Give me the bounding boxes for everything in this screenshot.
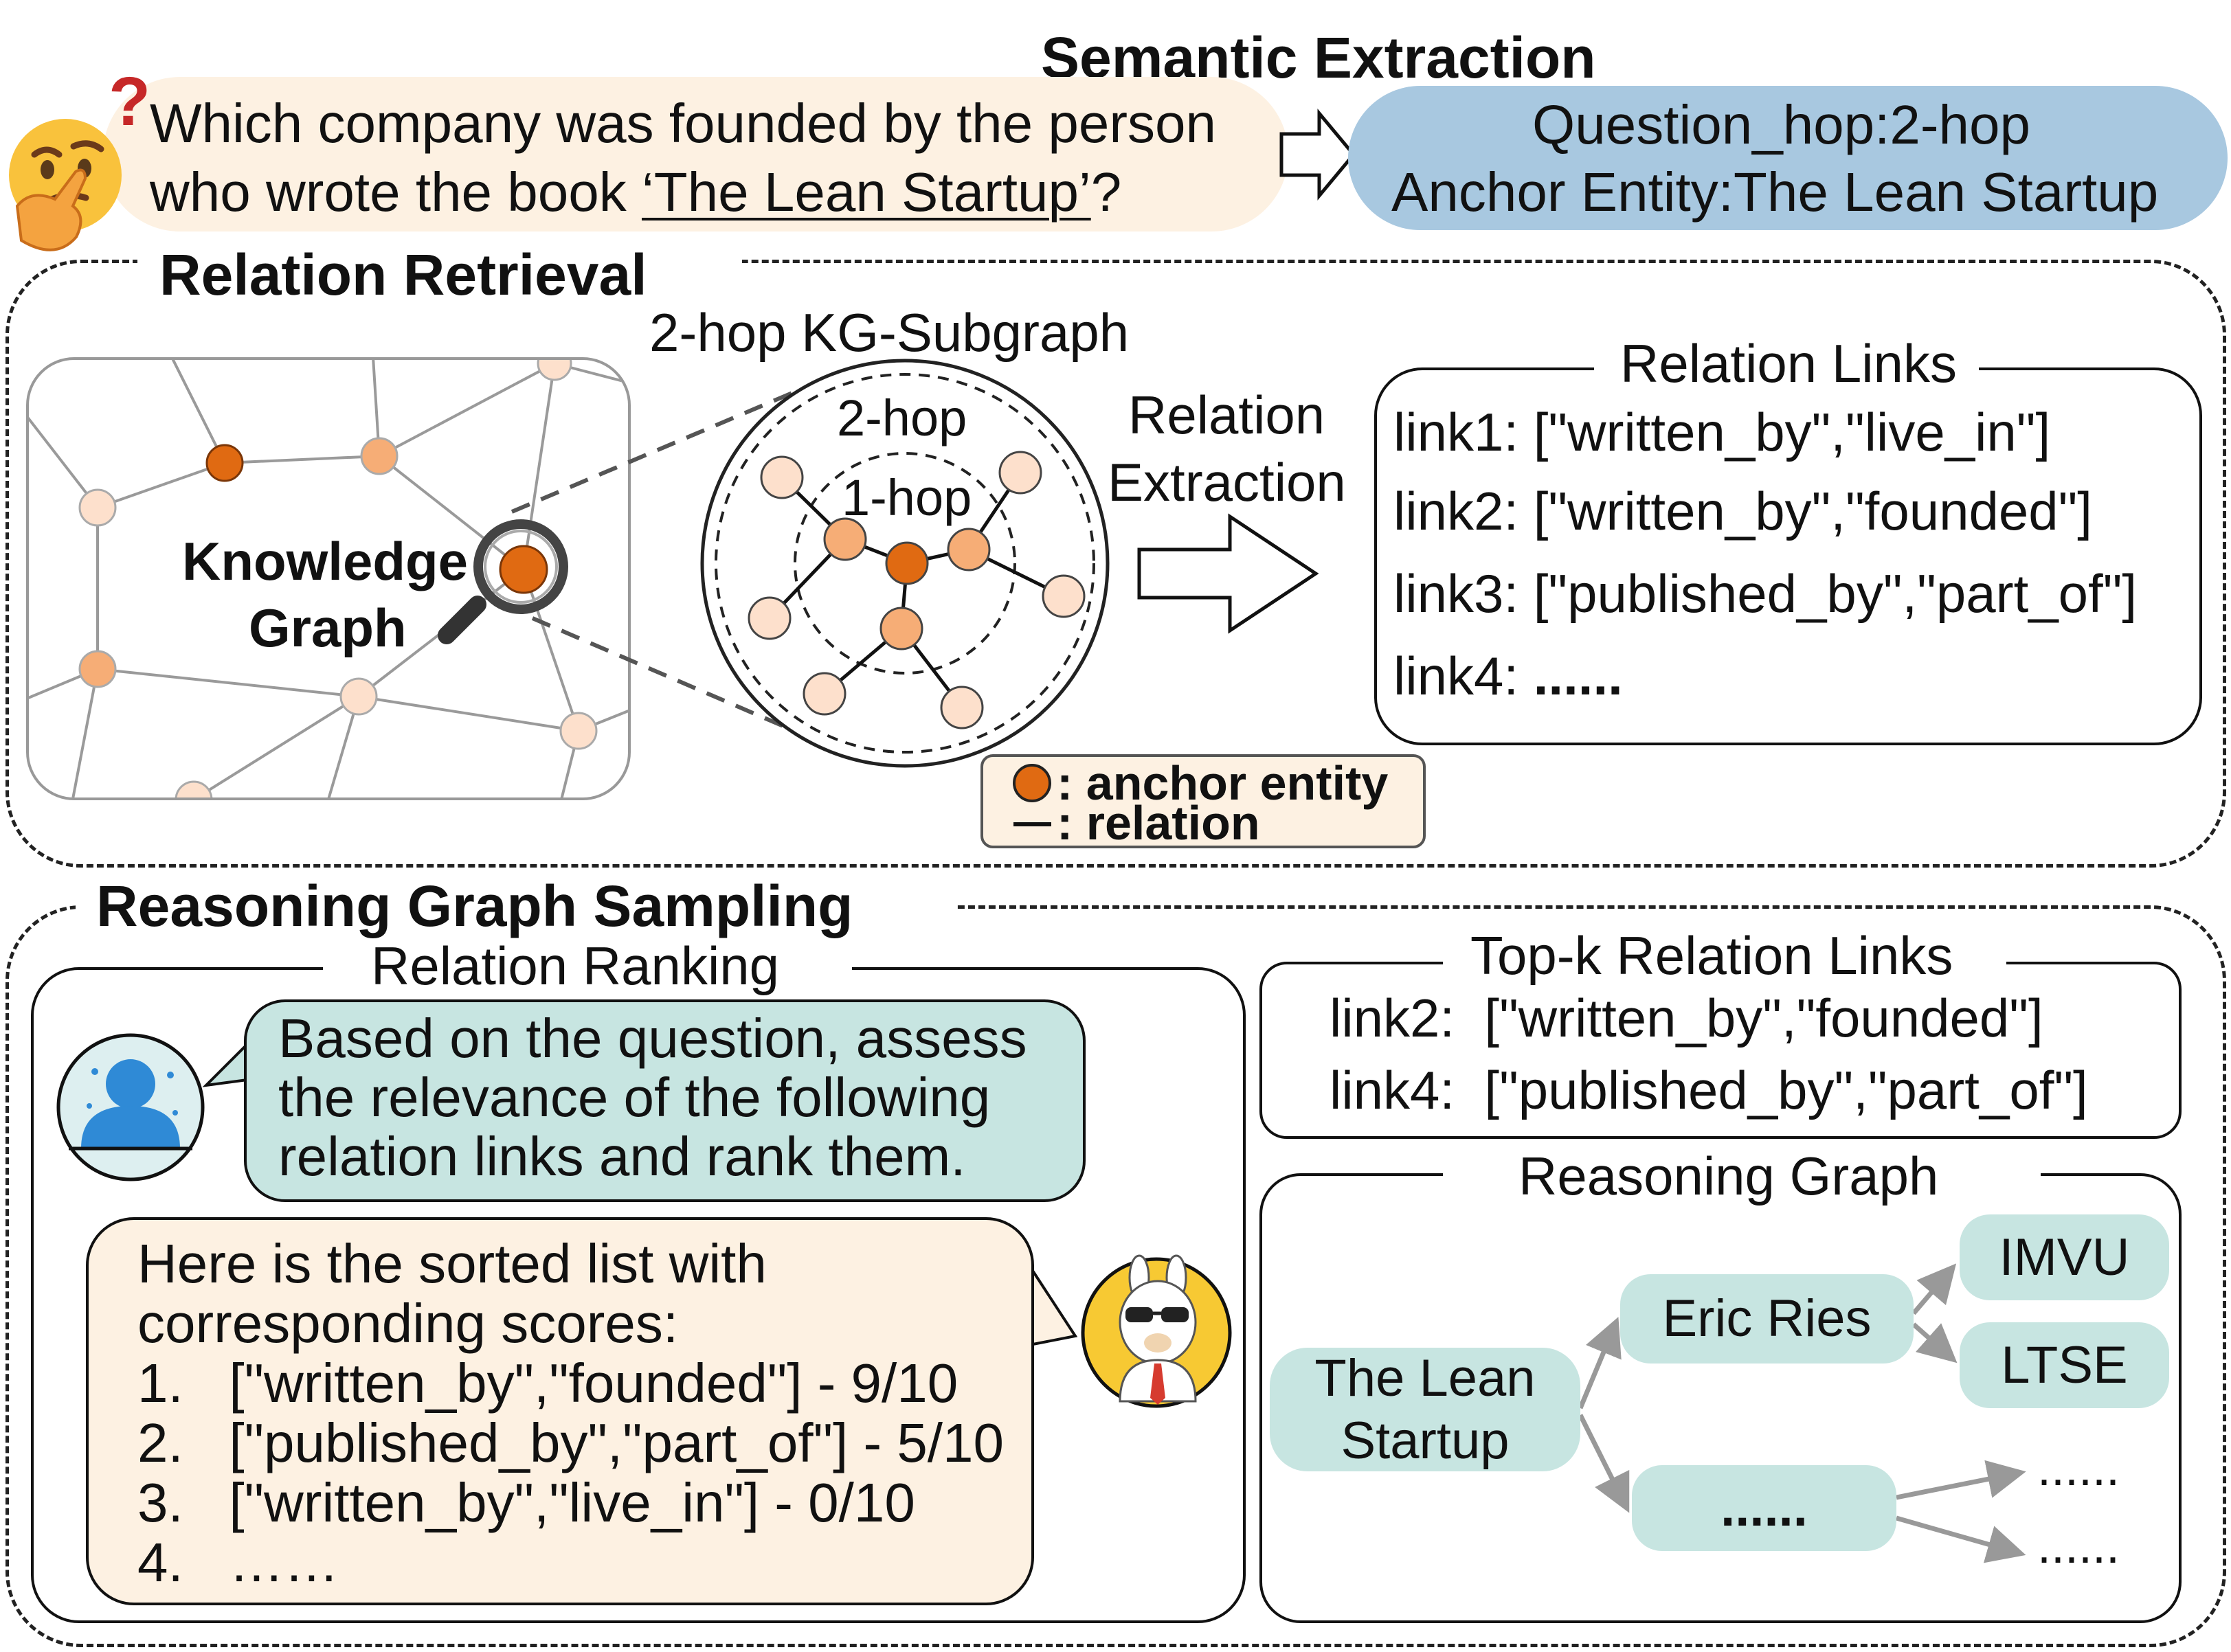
response-line-4: 2. ["published_by","part_of"] - 5/10	[137, 1412, 1005, 1473]
hop1-label: 1-hop	[842, 469, 972, 526]
response-line-6: 4. ……	[137, 1532, 339, 1593]
relation-retrieval-title-bg	[137, 240, 742, 295]
prompt-line-2: the relevance of the following	[278, 1067, 991, 1128]
relation-link-4-label: link4:	[1393, 646, 1534, 706]
reasoning-node-other: ......	[1632, 1465, 1896, 1551]
result-question-hop: Question_hop:2-hop	[1532, 94, 2030, 155]
legend-anchor-text: : anchor entity	[1057, 756, 1389, 810]
relation-ranking-title: Relation Ranking	[371, 936, 780, 996]
reasoning-node-the-lean-startup: The Lean Startup	[1270, 1348, 1580, 1471]
relation-retrieval-section	[5, 260, 2226, 868]
question-book-title: ‘The Lean Startup’	[641, 161, 1091, 223]
subgraph-title: 2-hop KG-Subgraph	[649, 302, 1130, 363]
question-line-2-suffix: ?	[1090, 161, 1122, 223]
ranking-title-bg	[323, 944, 852, 993]
response-line-3: 1. ["written_by","founded"] - 9/10	[137, 1353, 958, 1414]
reasoning-node-eric-ries: Eric Ries	[1620, 1274, 1914, 1364]
reasoning-title-bg	[76, 883, 955, 938]
relation-link-4-dots: ......	[1533, 646, 1623, 706]
topk-relation-links-box	[1259, 962, 2182, 1139]
result-anchor-entity: Anchor Entity:The Lean Startup	[1391, 161, 2159, 223]
relation-links-box	[1374, 367, 2202, 745]
question-line-2-prefix: who wrote the book	[150, 161, 642, 223]
reasoning-graph-sampling-section	[5, 905, 2226, 1647]
relation-link-1: link1: ["written_by","live_in"]	[1393, 402, 2051, 462]
relation-extraction-line-2: Extraction	[1108, 452, 1346, 512]
hop2-label: 2-hop	[837, 389, 967, 446]
prompt-line-3: relation links and rank them.	[278, 1126, 966, 1187]
relation-link-4: link4: ......	[1393, 649, 1623, 703]
reasoning-graph-title: Reasoning Graph	[1518, 1146, 1939, 1206]
topk-title-bg	[1443, 938, 2006, 986]
relation-retrieval-title: Relation Retrieval	[159, 242, 647, 307]
question-line-1: Which company was founded by the person	[150, 93, 1216, 154]
reasoning-leaf-1: ......	[2037, 1441, 2120, 1496]
topk-link-4: link4: ["published_by","part_of"]	[1330, 1060, 2088, 1120]
kg-label-line-2: Graph	[249, 598, 407, 658]
reasoning-graph-title-bg	[1443, 1147, 2041, 1195]
reasoning-node-ltse: LTSE	[1960, 1322, 2169, 1408]
topk-link-2: link2: ["written_by","founded"]	[1330, 988, 2043, 1048]
reasoning-node-root-line-1: The Lean	[1314, 1348, 1536, 1407]
reasoning-graph-sampling-title: Reasoning Graph Sampling	[96, 874, 853, 938]
reasoning-node-imvu: IMVU	[1960, 1214, 2169, 1300]
prompt-bubble	[244, 999, 1086, 1202]
prompt-line-1: Based on the question, assess	[278, 1008, 1027, 1069]
response-line-5: 3. ["written_by","live_in"] - 0/10	[137, 1472, 915, 1533]
legend-relation-text: : relation	[1057, 796, 1260, 850]
reasoning-node-root-line-2: Startup	[1341, 1412, 1510, 1470]
relation-link-2: link2: ["written_by","founded"]	[1393, 481, 2092, 541]
topk-relation-links-title: Top-k Relation Links	[1470, 925, 1953, 986]
legend-box	[980, 754, 1426, 848]
response-line-2: corresponding scores:	[137, 1293, 679, 1354]
reasoning-leaf-2: ......	[2037, 1519, 2120, 1574]
kg-label-line-1: Knowledge	[182, 531, 469, 591]
relation-links-title: Relation Links	[1620, 333, 1957, 394]
relation-links-title-bg	[1594, 343, 1979, 392]
relation-extraction-line-1: Relation	[1128, 385, 1325, 445]
question-line-2: who wrote the book ‘The Lean Startup’?	[150, 165, 1121, 220]
relation-link-3: link3: ["published_by","part_of"]	[1393, 563, 2138, 624]
response-line-1: Here is the sorted list with	[137, 1233, 767, 1294]
semantic-result-box	[1348, 86, 2228, 230]
response-bubble	[86, 1217, 1034, 1605]
question-bubble	[103, 77, 1288, 231]
